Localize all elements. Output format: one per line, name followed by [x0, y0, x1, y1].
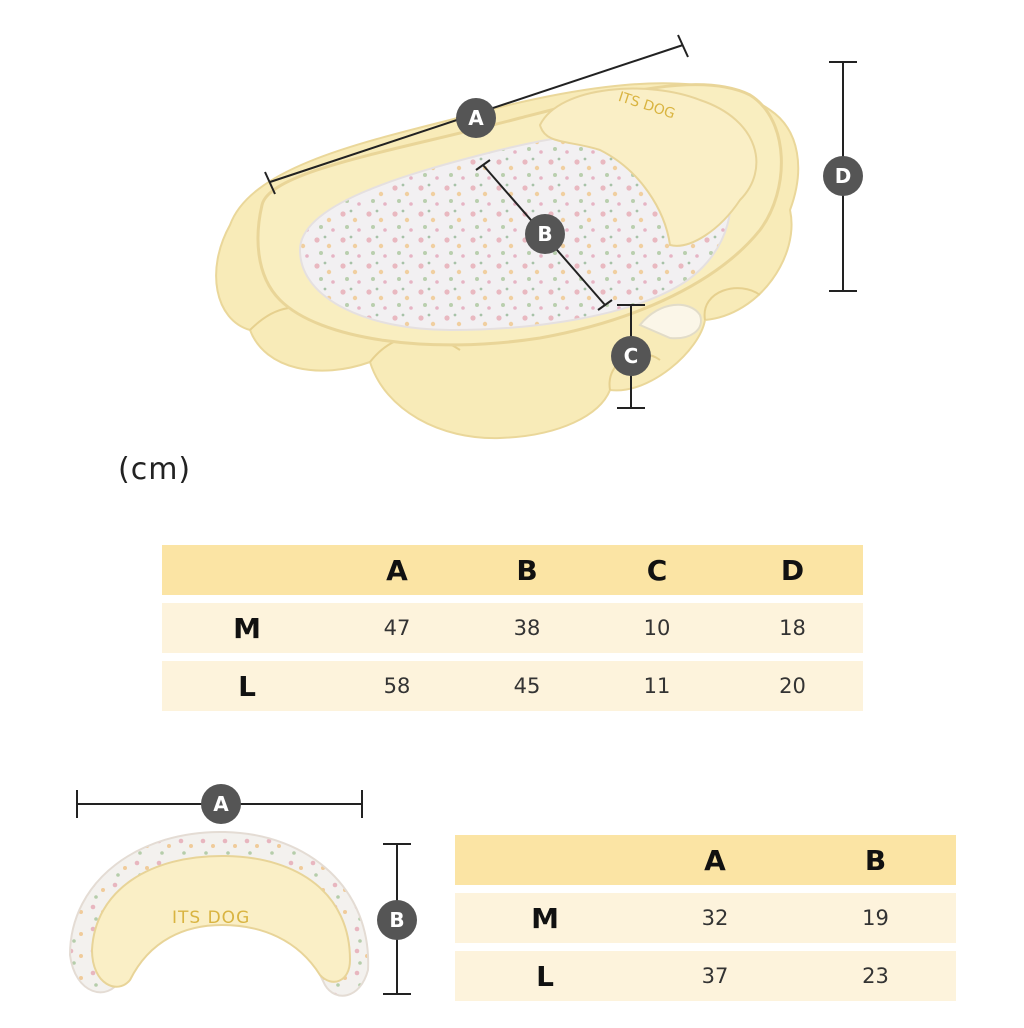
bed-floral-cushion: [298, 130, 732, 332]
table-cell: 37: [635, 951, 795, 1001]
cushion-table-header-cell: B: [795, 835, 956, 885]
bed-table-header-cell: A: [332, 545, 462, 595]
bed-table-header-row: A B C D: [162, 545, 863, 595]
table-cell: 38: [462, 603, 592, 653]
table-cell: 11: [592, 661, 722, 711]
table-cell: 10: [592, 603, 722, 653]
size-label: M: [455, 893, 635, 943]
table-cell: 32: [635, 893, 795, 943]
marker-b-cushion: B: [377, 900, 417, 940]
table-row: L 58 45 11 20: [162, 661, 863, 711]
marker-d-bed: D: [823, 156, 863, 196]
bed-pillow: [538, 87, 758, 247]
table-cell: 19: [795, 893, 956, 943]
size-label: M: [162, 603, 332, 653]
table-cell: 18: [722, 603, 863, 653]
bed-table-header-cell: C: [592, 545, 722, 595]
size-label: L: [162, 661, 332, 711]
bed-table-header-cell: B: [462, 545, 592, 595]
table-cell: 58: [332, 661, 462, 711]
cushion-table-header-cell: A: [635, 835, 795, 885]
marker-a-cushion: A: [201, 784, 241, 824]
unit-label: (cm): [118, 452, 192, 487]
table-row: M 47 38 10 18: [162, 603, 863, 653]
table-cell: 47: [332, 603, 462, 653]
table-row: L 37 23: [455, 951, 956, 1001]
marker-a-bed: A: [456, 98, 496, 138]
bed-illustration: ITS DOG: [215, 34, 857, 440]
cushion-table-header-cell: [455, 835, 635, 885]
cushion-table-header-row: A B: [455, 835, 956, 885]
table-cell: 45: [462, 661, 592, 711]
bed-bow: [638, 303, 702, 340]
cushion-illustration: ITS DOG: [68, 790, 411, 997]
marker-b-bed: B: [525, 214, 565, 254]
size-label: L: [455, 951, 635, 1001]
bed-table-header-cell: [162, 545, 332, 595]
marker-c-bed: C: [611, 336, 651, 376]
cushion-embroidery: ITS DOG: [172, 908, 250, 928]
table-cell: 20: [722, 661, 863, 711]
bed-size-table: A B C D M 47 38 10 18 L 58 45 11 20: [162, 537, 863, 719]
bed-table-header-cell: D: [722, 545, 863, 595]
cushion-size-table: A B M 32 19 L 37 23: [455, 827, 956, 1009]
cushion-body: [90, 854, 352, 988]
table-row: M 32 19: [455, 893, 956, 943]
table-cell: 23: [795, 951, 956, 1001]
